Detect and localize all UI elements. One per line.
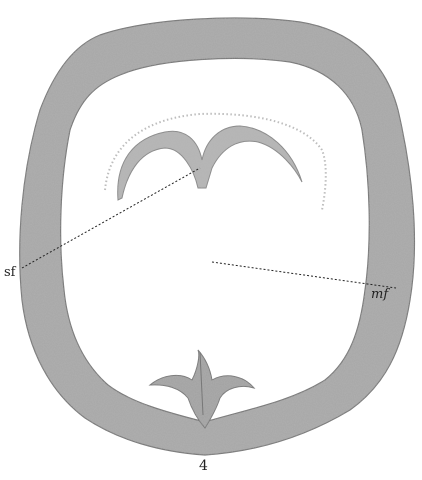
upper-fold-texture [118,126,302,200]
figure-number: 4 [199,459,208,473]
mf-label: mf [371,288,388,301]
sf-label: sf [4,266,15,279]
